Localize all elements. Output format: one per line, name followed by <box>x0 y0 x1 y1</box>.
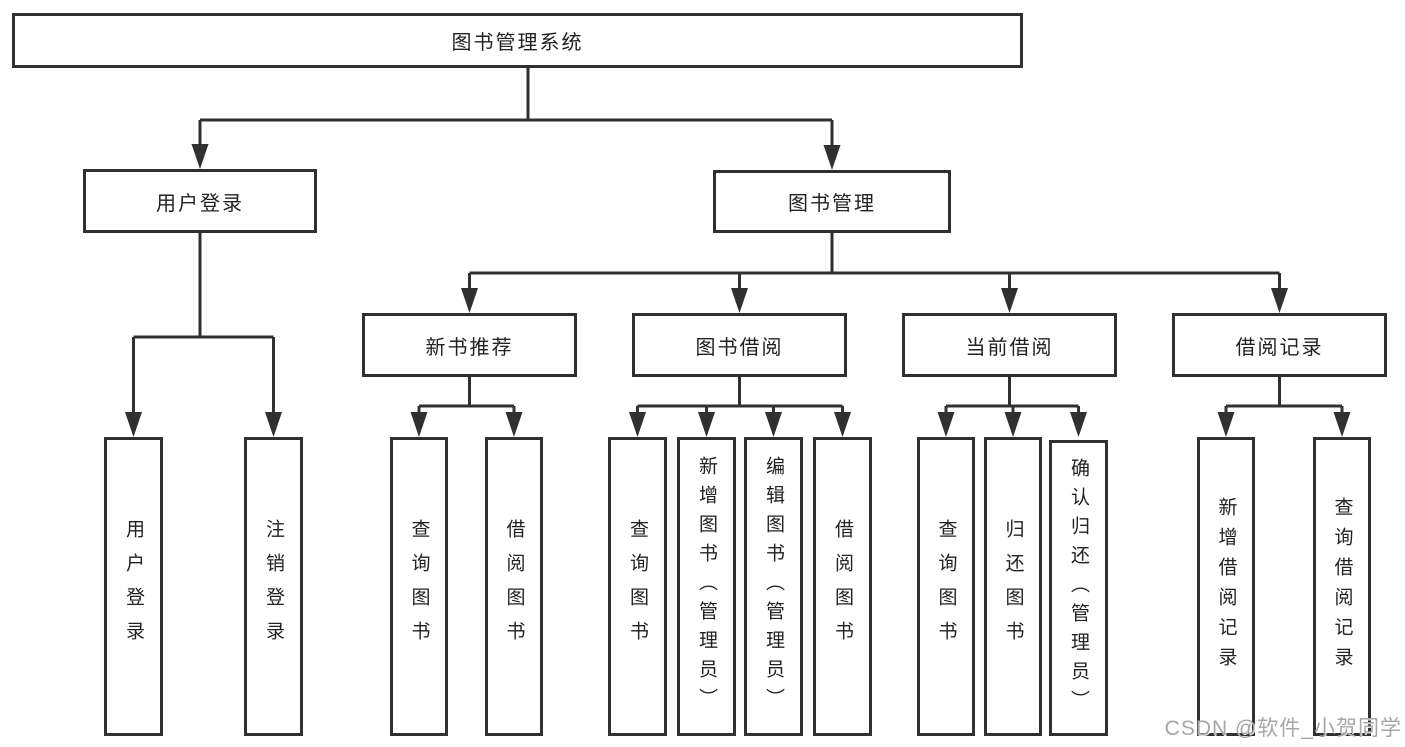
node-label: 注销登录 <box>263 518 284 655</box>
node-label: 查询图书 <box>408 518 430 655</box>
connector-current-borrowing-children <box>937 377 1087 437</box>
node-label: 确认归还（管理员） <box>1068 457 1089 719</box>
node-label: 查询借阅记录 <box>1331 496 1353 677</box>
node-label: 新增图书（管理员） <box>696 456 717 717</box>
node-leaf-bb-borrow-books: 借阅图书 <box>813 437 872 736</box>
node-user-login: 用户登录 <box>83 169 317 233</box>
node-leaf-bb-query-books: 查询图书 <box>608 437 667 736</box>
csdn-watermark: CSDN @软件_小贺同学 <box>1164 717 1402 740</box>
node-label: 新增借阅记录 <box>1215 496 1237 677</box>
node-label: 借阅图书 <box>503 518 525 655</box>
node-label: 编辑图书（管理员） <box>763 456 784 717</box>
node-label: 查询图书 <box>935 518 957 655</box>
node-book-borrowing: 图书借阅 <box>632 313 847 377</box>
connector-root-to-level2 <box>191 68 841 170</box>
node-book-management: 图书管理 <box>713 170 951 233</box>
node-label: 新书推荐 <box>425 336 514 359</box>
node-leaf-logout: 注销登录 <box>244 437 303 736</box>
node-leaf-cb-query-books: 查询图书 <box>917 437 975 736</box>
node-leaf-bb-add-books-admin: 新增图书（管理员） <box>677 437 736 736</box>
node-label: 图书借阅 <box>695 336 784 359</box>
node-leaf-cb-return-books: 归还图书 <box>984 437 1042 736</box>
node-current-borrowing: 当前借阅 <box>902 313 1117 377</box>
node-leaf-bb-edit-books-admin: 编辑图书（管理员） <box>744 437 803 736</box>
node-label: 借阅记录 <box>1235 336 1324 359</box>
node-leaf-nbr-borrow-books: 借阅图书 <box>485 437 543 736</box>
node-label: 当前借阅 <box>965 336 1054 359</box>
connector-new-book-recommend-children <box>410 377 523 437</box>
node-leaf-br-query-borrow-record: 查询借阅记录 <box>1313 437 1371 736</box>
connector-user-login-children <box>125 233 282 437</box>
node-label: 用户登录 <box>156 192 244 215</box>
connector-book-management-children <box>461 233 1288 313</box>
node-label: 图书管理系统 <box>451 32 584 54</box>
node-label: 图书管理 <box>788 193 876 215</box>
node-label: 查询图书 <box>627 518 648 655</box>
node-borrowing-records: 借阅记录 <box>1172 313 1387 377</box>
node-library-management-system: 图书管理系统 <box>12 13 1023 68</box>
node-leaf-nbr-query-books: 查询图书 <box>390 437 448 736</box>
connector-book-borrowing-children <box>629 377 851 437</box>
node-label: 借阅图书 <box>832 518 853 655</box>
node-label: 归还图书 <box>1002 518 1024 655</box>
node-label: 用户登录 <box>123 518 144 655</box>
node-leaf-cb-confirm-return-admin: 确认归还（管理员） <box>1049 440 1108 736</box>
node-leaf-user-login: 用户登录 <box>104 437 163 736</box>
node-leaf-br-add-borrow-record: 新增借阅记录 <box>1197 437 1255 736</box>
node-new-book-recommend: 新书推荐 <box>362 313 577 377</box>
connector-borrowing-records-children <box>1217 377 1351 437</box>
